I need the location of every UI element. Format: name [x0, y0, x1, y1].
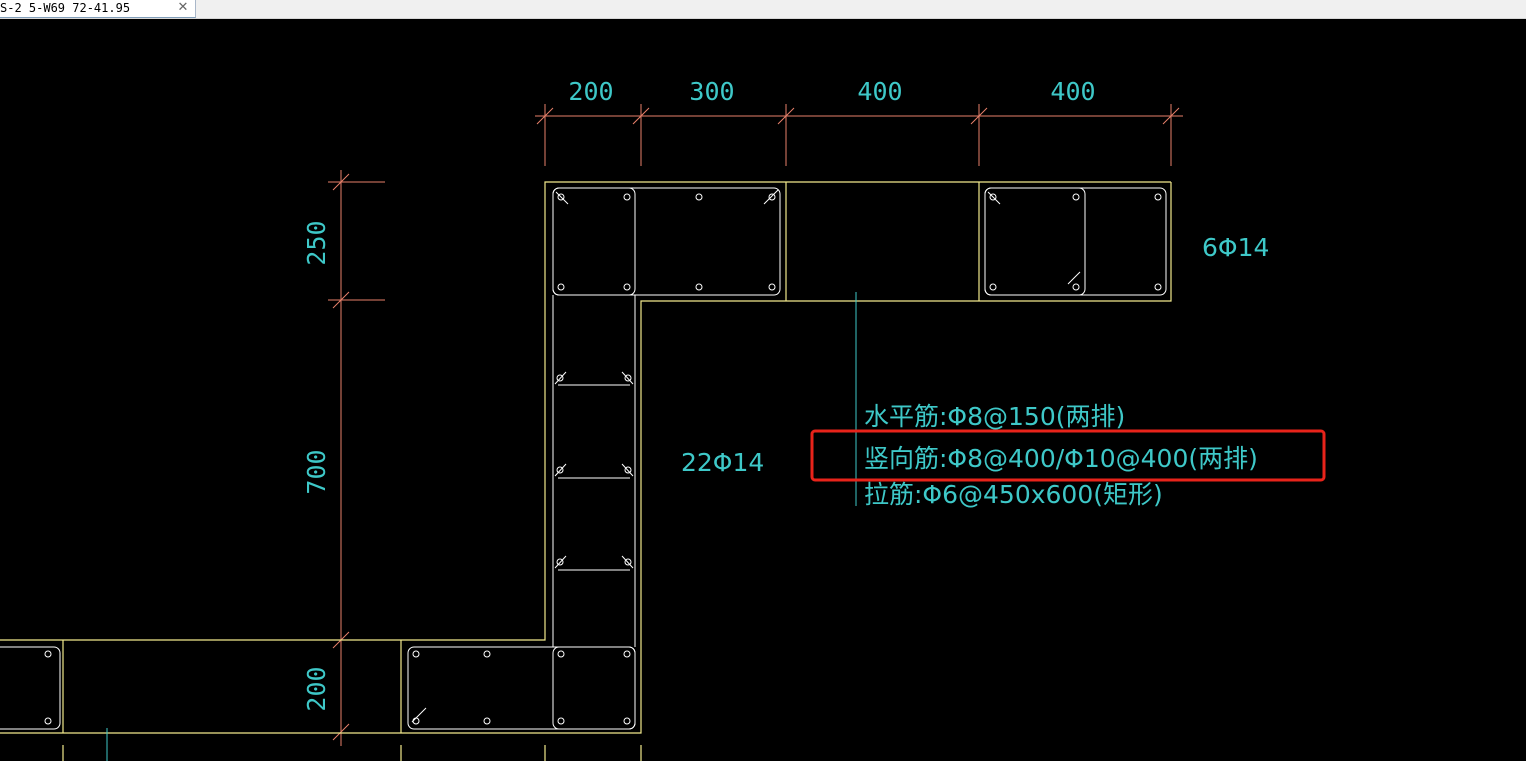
rebar-label-wall: 22Φ14 [681, 448, 764, 477]
left-dimension-chain [328, 170, 385, 746]
close-icon[interactable]: ✕ [177, 0, 189, 15]
cad-drawing-canvas[interactable]: 200 300 400 400 250 700 200 [0, 18, 1526, 761]
tab-title: S-2 5-W69 72-41.95 [0, 1, 131, 15]
top-dimension-chain [535, 104, 1183, 166]
note-horizontal-bars: 水平筋:Φ8@150(两排) [864, 402, 1125, 431]
dim-left-200: 200 [302, 666, 331, 711]
dim-left-700: 700 [302, 449, 331, 494]
dim-left-250: 250 [302, 220, 331, 265]
note-tie-bars: 拉筋:Φ6@450x600(矩形) [864, 480, 1163, 509]
dim-top-200: 200 [568, 77, 613, 106]
rebar-label-right: 6Φ14 [1202, 233, 1269, 262]
highlight-box [810, 429, 1326, 482]
wall-outline [0, 181, 1172, 761]
dim-top-400b: 400 [1050, 77, 1095, 106]
note-vertical-bars: 竖向筋:Φ8@400/Φ10@400(两排) [864, 444, 1258, 473]
document-tab-bar: S-2 5-W69 72-41.95 ✕ [0, 0, 1526, 19]
dim-top-400a: 400 [857, 77, 902, 106]
note-leader [106, 292, 857, 761]
rebar-dots [44, 193, 1162, 725]
stirrups [0, 187, 1167, 730]
document-tab[interactable]: S-2 5-W69 72-41.95 ✕ [0, 0, 196, 18]
dim-top-300: 300 [689, 77, 734, 106]
